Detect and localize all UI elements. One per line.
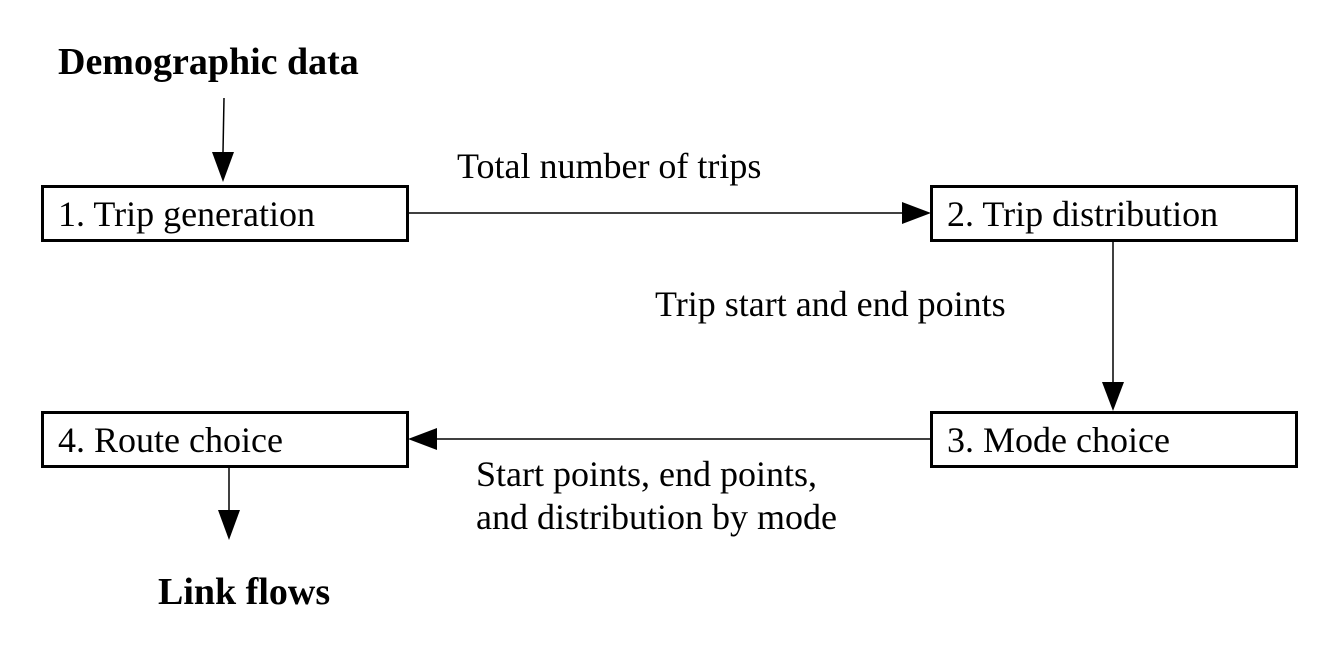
step-box-trip-generation: 1. Trip generation [41, 185, 409, 242]
arrowhead-mode-to-route [408, 428, 437, 450]
edge-label-mode-distribution-line2: and distribution by mode [476, 497, 837, 537]
arrowhead-input-to-generation [212, 152, 234, 182]
arrowhead-generation-to-distribution [902, 202, 931, 224]
arrow-input-to-generation [222, 97, 225, 153]
step-label-trip-distribution: 2. Trip distribution [947, 193, 1219, 234]
step-label-route-choice: 4. Route choice [58, 419, 283, 460]
step-box-trip-distribution: 2. Trip distribution [930, 185, 1298, 242]
step-label-trip-generation: 1. Trip generation [58, 193, 315, 234]
input-label-demographic-data: Demographic data [58, 41, 359, 83]
output-label-link-flows: Link flows [158, 571, 331, 613]
step-box-route-choice: 4. Route choice [41, 411, 409, 468]
edge-label-mode-distribution-line1: Start points, end points, [476, 454, 817, 494]
edge-label-start-end-points: Trip start and end points [655, 284, 1006, 324]
edge-label-total-trips: Total number of trips [457, 146, 762, 186]
arrowhead-distribution-to-mode [1102, 382, 1124, 411]
step-box-mode-choice: 3. Mode choice [930, 411, 1298, 468]
arrowhead-route-to-output [218, 510, 240, 540]
step-label-mode-choice: 3. Mode choice [947, 419, 1170, 460]
